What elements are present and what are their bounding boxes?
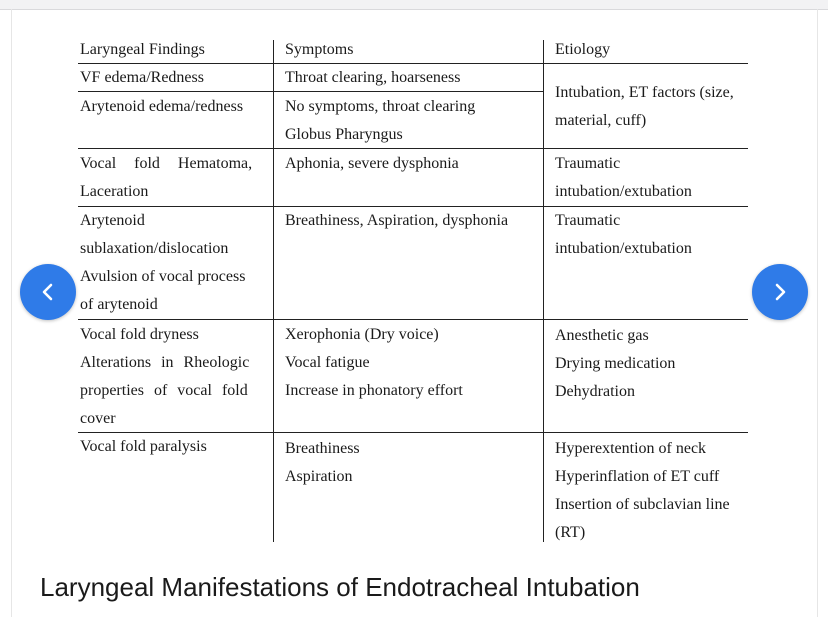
cell-line: Intubation, ET factors (size, <box>555 84 734 101</box>
symptoms-cell: Aphonia, severe dysphonia <box>285 150 459 178</box>
cell-line: sublaxation/dislocation <box>80 240 229 257</box>
cell-line: Globus Pharyngus <box>285 126 403 143</box>
cell-line: No symptoms, throat clearing <box>285 98 476 115</box>
symptoms-cell: Breathiness, Aspiration, dysphonia <box>285 207 508 235</box>
etiology-cell: Hyperextention of neck Hyperinflation of… <box>555 435 730 547</box>
table-image: Laryngeal Findings Symptoms Etiology VF … <box>78 36 750 544</box>
etiology-cell: Traumatic intubation/extubation <box>555 207 692 263</box>
cell-line: properties of vocal fold <box>80 382 248 399</box>
cell-line: Hyperinflation of ET cuff <box>555 468 720 485</box>
cell-line: Traumatic <box>555 155 621 172</box>
findings-cell: Vocal fold Hematoma, Laceration <box>80 150 263 206</box>
symptoms-cell: Xerophonia (Dry voice) Vocal fatigue Inc… <box>285 321 463 405</box>
cell-line: Breathiness <box>285 440 360 457</box>
cell-line: Breathiness, Aspiration, dysphonia <box>285 212 509 229</box>
cell-line: Vocal fold dryness <box>80 326 199 343</box>
header-findings: Laryngeal Findings <box>80 41 205 58</box>
column-rule <box>543 40 544 542</box>
cell-line: Traumatic <box>555 212 621 229</box>
next-image-button[interactable] <box>752 264 808 320</box>
cell-line: Increase in phonatory effort <box>285 382 463 399</box>
cell-line: material, cuff) <box>555 112 647 129</box>
cell-line: (RT) <box>555 524 586 541</box>
row-rule <box>78 91 544 92</box>
cell-line: intubation/extubation <box>555 183 692 200</box>
row-rule <box>78 206 748 207</box>
cell-line: of arytenoid <box>80 296 158 313</box>
column-rule <box>273 40 274 542</box>
row-rule <box>78 148 748 149</box>
row-rule <box>78 319 748 320</box>
chevron-right-icon <box>775 283 786 301</box>
cell-line: Vocal fold paralysis <box>80 438 207 455</box>
cell-line: Laceration <box>80 183 149 200</box>
cell-line: Vocal fatigue <box>285 354 370 371</box>
cell-line: Avulsion of vocal process <box>80 268 246 285</box>
etiology-cell: Intubation, ET factors (size, material, … <box>555 79 734 135</box>
cell-line: intubation/extubation <box>555 240 692 257</box>
cell-line: cover <box>80 410 116 427</box>
frame-divider-right <box>817 9 818 617</box>
etiology-cell: Traumatic intubation/extubation <box>555 150 692 206</box>
cell-line: Anesthetic gas <box>555 327 649 344</box>
etiology-cell: Anesthetic gas Drying medication Dehydra… <box>555 322 675 406</box>
previous-image-button[interactable] <box>20 264 76 320</box>
findings-cell: Vocal fold dryness Alterations in Rheolo… <box>80 321 249 433</box>
cell-line: Drying medication <box>555 355 676 372</box>
cell-line: Arytenoid edema/redness <box>80 98 244 115</box>
cell-line: Insertion of subclavian line <box>555 496 730 513</box>
image-caption: Laryngeal Manifestations of Endotracheal… <box>40 572 640 602</box>
header-etiology: Etiology <box>555 41 611 58</box>
symptoms-cell: Breathiness Aspiration <box>285 435 360 491</box>
cell-line: Arytenoid <box>80 212 145 229</box>
cell-line: Vocal fold Hematoma, <box>80 155 253 172</box>
cell-line: Aspiration <box>285 468 353 485</box>
header-symptoms: Symptoms <box>285 41 354 58</box>
frame-divider-left <box>11 9 12 617</box>
chevron-left-icon <box>42 283 53 301</box>
findings-cell: Vocal fold paralysis <box>80 433 207 461</box>
cell-line: Xerophonia (Dry voice) <box>285 326 439 343</box>
findings-cell: Arytenoid sublaxation/dislocation Avulsi… <box>80 207 245 319</box>
symptoms-cell: No symptoms, throat clearing Globus Phar… <box>285 93 475 149</box>
findings-cell: VF edema/Redness <box>80 64 204 92</box>
cell-line: VF edema/Redness <box>80 69 204 86</box>
cell-line: Hyperextention of neck <box>555 440 707 457</box>
cell-line: Dehydration <box>555 383 635 400</box>
cell-line: Alterations in Rheologic <box>80 354 250 371</box>
row-rule <box>78 432 748 433</box>
cell-line: Throat clearing, hoarseness <box>285 69 461 86</box>
findings-cell: Arytenoid edema/redness <box>80 93 243 121</box>
cell-line: Aphonia, severe dysphonia <box>285 155 459 172</box>
symptoms-cell: Throat clearing, hoarseness <box>285 64 460 92</box>
row-rule <box>78 63 748 64</box>
top-band <box>0 0 828 10</box>
